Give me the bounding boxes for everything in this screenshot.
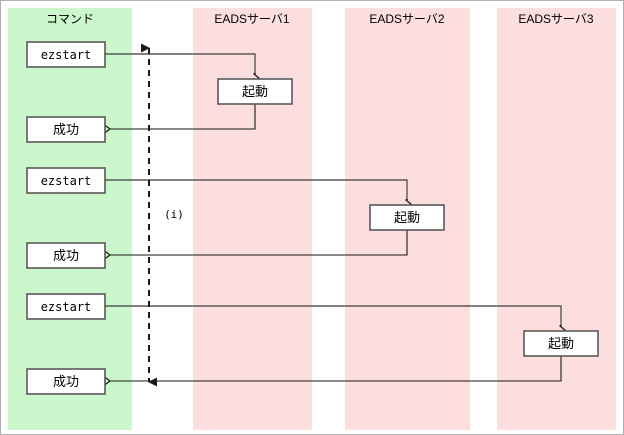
annotation-step-marker-i: (i) bbox=[164, 208, 184, 221]
connector-server3-to-seikou3 bbox=[110, 356, 562, 381]
lane-backgrounds bbox=[8, 8, 616, 430]
node-srv3-kidou[interactable]: 起動 bbox=[523, 330, 599, 357]
node-label: 成功 bbox=[53, 375, 79, 390]
lane-label-eads-server-2: EADSサーバ2 bbox=[369, 12, 445, 26]
annotations: (i) bbox=[164, 208, 184, 221]
node-box bbox=[26, 116, 106, 143]
node-srv1-kidou[interactable]: 起動 bbox=[217, 78, 293, 105]
node-box bbox=[26, 41, 106, 68]
node-box bbox=[369, 204, 445, 231]
node-cmd-seikou-1[interactable]: 成功 bbox=[26, 116, 106, 143]
node-box bbox=[217, 78, 293, 105]
connector-server1-to-seikou1 bbox=[110, 104, 256, 129]
node-box bbox=[26, 242, 106, 269]
lane-label-command: コマンド bbox=[46, 12, 94, 26]
lane-labels: コマンド EADSサーバ1 EADSサーバ2 EADSサーバ3 bbox=[46, 12, 594, 26]
node-label: 起動 bbox=[394, 211, 420, 226]
lane-label-eads-server-3: EADSサーバ3 bbox=[518, 12, 594, 26]
node-box bbox=[523, 330, 599, 357]
node-box bbox=[26, 167, 106, 194]
node-box bbox=[26, 368, 106, 395]
node-label: 起動 bbox=[548, 337, 574, 352]
lane-command bbox=[8, 8, 132, 430]
node-cmd-seikou-2[interactable]: 成功 bbox=[26, 242, 106, 269]
lane-eads-server-1 bbox=[193, 8, 312, 430]
node-cmd-ezstart-2[interactable]: ezstart bbox=[26, 167, 106, 194]
node-box bbox=[26, 293, 106, 320]
connector-ezstart2-to-server2 bbox=[105, 179, 407, 200]
node-srv2-kidou[interactable]: 起動 bbox=[369, 204, 445, 231]
nodes: ezstart 起動 成功 ezstart 起動 成功 bbox=[26, 41, 599, 395]
lane-eads-server-3 bbox=[497, 8, 616, 430]
connector-server2-to-seikou2 bbox=[110, 230, 408, 255]
node-cmd-ezstart-3[interactable]: ezstart bbox=[26, 293, 106, 320]
node-label: 起動 bbox=[242, 85, 268, 100]
lane-label-eads-server-1: EADSサーバ1 bbox=[214, 12, 290, 26]
node-cmd-ezstart-1[interactable]: ezstart bbox=[26, 41, 106, 68]
node-label: 成功 bbox=[53, 123, 79, 138]
node-cmd-seikou-3[interactable]: 成功 bbox=[26, 368, 106, 395]
connector-ezstart3-to-server3 bbox=[105, 305, 561, 326]
node-label: 成功 bbox=[53, 249, 79, 264]
node-label: ezstart bbox=[41, 48, 92, 62]
node-label: ezstart bbox=[41, 174, 92, 188]
node-label: ezstart bbox=[41, 300, 92, 314]
